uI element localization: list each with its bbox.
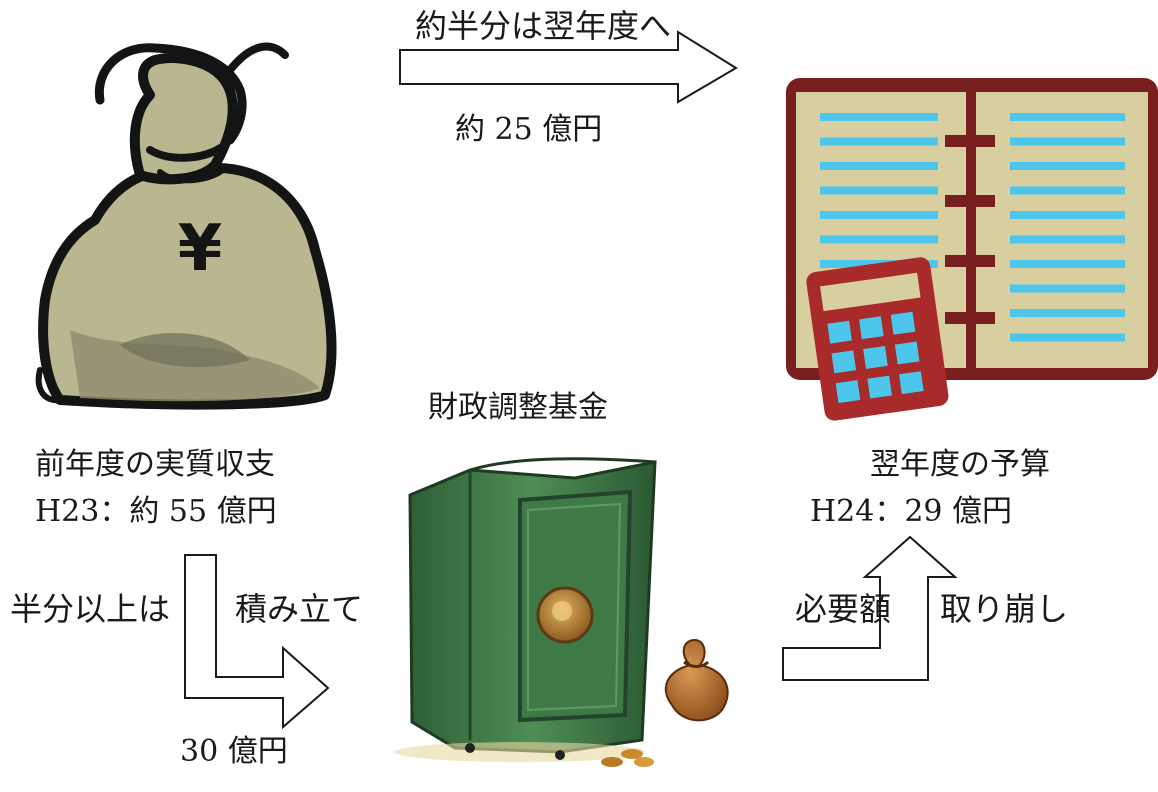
book-line xyxy=(820,113,938,121)
withdraw-arrow xyxy=(782,535,958,681)
book-line xyxy=(1010,137,1125,146)
calculator-key xyxy=(835,380,861,404)
fund-title: 財政調整基金 xyxy=(428,390,608,425)
next-budget-amount: H24：29 億円 xyxy=(810,494,1013,529)
book-line xyxy=(820,186,938,195)
prev-settlement-title: 前年度の実質収支 xyxy=(35,447,275,482)
money-bag-icon: ¥ xyxy=(35,42,337,410)
book-line xyxy=(1010,235,1125,244)
book-line xyxy=(820,137,938,146)
book-line xyxy=(820,162,938,170)
calculator-key xyxy=(827,320,852,344)
carryover-label: 約半分は翌年度へ xyxy=(415,7,672,45)
yen-symbol: ¥ xyxy=(178,212,223,286)
coin-bag-icon xyxy=(601,638,729,767)
deposit-label-left: 半分以上は xyxy=(10,590,171,628)
book-line xyxy=(1010,309,1125,317)
book-line xyxy=(1010,211,1125,219)
book-line xyxy=(1010,113,1125,121)
calculator-key xyxy=(863,345,888,369)
carryover-arrow xyxy=(399,30,738,104)
deposit-arrow xyxy=(184,554,330,730)
book-line xyxy=(1010,260,1125,268)
book-line xyxy=(1010,284,1125,293)
book-line xyxy=(1010,186,1125,195)
book-line xyxy=(820,235,938,244)
calculator-key xyxy=(867,375,892,399)
calculator-key xyxy=(890,311,916,335)
book-line xyxy=(820,211,938,219)
withdraw-label-left: 必要額 xyxy=(795,590,892,628)
deposit-amount: 30 億円 xyxy=(180,734,288,769)
next-budget-title: 翌年度の予算 xyxy=(870,447,1050,482)
calculator-key xyxy=(894,341,920,365)
deposit-label-right: 積み立て xyxy=(235,590,364,628)
calculator-key xyxy=(899,371,924,395)
book-lines-right xyxy=(1010,113,1125,342)
prev-settlement-amount: H23：約 55 億円 xyxy=(35,494,277,529)
book-line xyxy=(1010,162,1125,170)
withdraw-label-right: 取り崩し xyxy=(940,590,1069,628)
carryover-amount: 約 25 億円 xyxy=(455,112,603,147)
calculator-key xyxy=(831,350,857,374)
calculator-icon xyxy=(806,257,949,421)
book-line xyxy=(1010,333,1125,342)
safe-icon xyxy=(395,457,657,762)
calculator-key xyxy=(859,316,884,340)
